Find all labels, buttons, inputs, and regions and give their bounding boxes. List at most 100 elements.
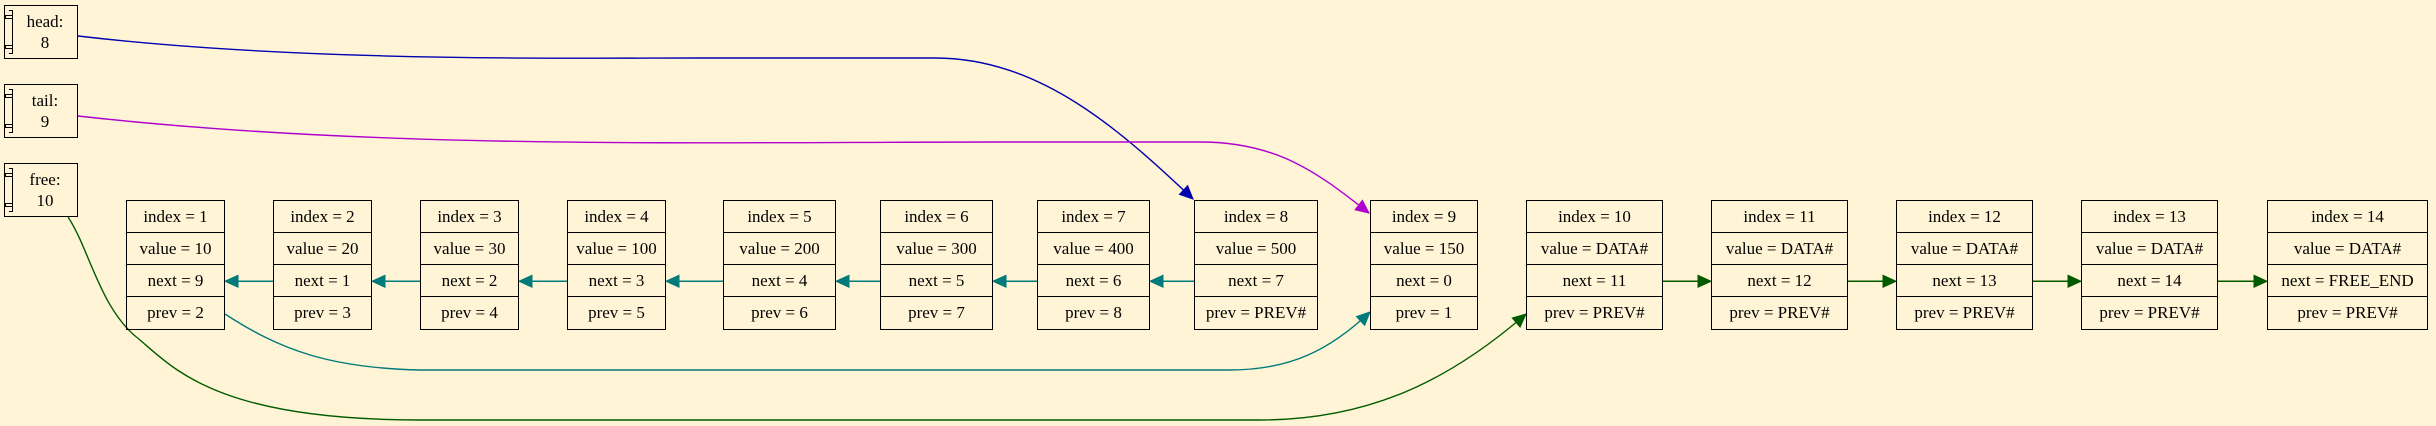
record-port-icon xyxy=(5,168,13,212)
record-port-icon xyxy=(5,10,13,54)
node-prev-field: prev = PREV# xyxy=(2099,303,2200,322)
free-pointer-edge-arrowhead xyxy=(1511,313,1527,328)
head-pointer-box: head: 8 xyxy=(4,5,78,59)
head-pointer-value: 8 xyxy=(40,33,50,52)
next-link-edge-arrowhead xyxy=(991,274,1007,289)
node-prev-field: prev = PREV# xyxy=(1914,303,2015,322)
head-pointer-label: head: xyxy=(26,12,64,31)
node-next-field: next = 3 xyxy=(568,265,665,297)
next-link-edge-arrowhead xyxy=(834,274,850,289)
node-index-field: index = 12 xyxy=(1897,201,2032,233)
node-index-field: index = 2 xyxy=(274,201,371,233)
node-index-field: index = 4 xyxy=(568,201,665,233)
node-value-field: value = 400 xyxy=(1038,233,1149,265)
tail-pointer-value: 9 xyxy=(40,112,50,131)
free-chain-edge-arrowhead xyxy=(2067,274,2083,289)
node-prev-field: prev = 7 xyxy=(908,303,965,322)
node-next-field: next = 14 xyxy=(2082,265,2217,297)
free-pointer-value: 10 xyxy=(36,191,54,210)
node-value-field: value = 200 xyxy=(724,233,835,265)
free-pointer-box: free: 10 xyxy=(4,163,78,217)
node-prev-field: prev = 1 xyxy=(1395,303,1453,322)
free-pointer-edge xyxy=(67,216,1527,421)
node-index-field: index = 6 xyxy=(881,201,992,233)
head-pointer-edge-arrowhead xyxy=(1178,184,1194,200)
node-index-field: index = 13 xyxy=(2082,201,2217,233)
node-value-field: value = 300 xyxy=(881,233,992,265)
prev-link-edge xyxy=(224,311,1371,371)
tail-pointer-label: tail: xyxy=(31,91,59,110)
node-next-field: next = 1 xyxy=(274,265,371,297)
node-index-field: index = 3 xyxy=(421,201,518,233)
node-index-field: index = 7 xyxy=(1038,201,1149,233)
node-prev-field: prev = PREV# xyxy=(1205,303,1307,322)
node-prev-field: prev = 4 xyxy=(441,303,498,322)
node-prev-field: prev = PREV# xyxy=(1544,303,1645,322)
node-next-field: next = 0 xyxy=(1371,265,1477,297)
node-next-field: next = 9 xyxy=(127,265,224,297)
node-index-field: index = 8 xyxy=(1195,201,1317,233)
node-index-field: index = 11 xyxy=(1712,201,1847,233)
node-next-field: next = 4 xyxy=(724,265,835,297)
tail-pointer-edge xyxy=(77,115,1370,214)
next-link-edge-arrowhead xyxy=(370,274,386,289)
free-chain-edge-arrowhead xyxy=(1882,274,1898,289)
next-link-edge-arrowhead xyxy=(1148,274,1164,289)
node-next-field: next = 6 xyxy=(1038,265,1149,297)
next-link-edge-arrowhead xyxy=(223,274,239,289)
free-pointer-label: free: xyxy=(29,170,61,189)
node-index-field: index = 5 xyxy=(724,201,835,233)
node-value-field: value = 100 xyxy=(568,233,665,265)
free-chain-edge-arrowhead xyxy=(2253,274,2269,289)
node-next-field: next = 11 xyxy=(1527,265,1662,297)
node-value-field: value = 150 xyxy=(1371,233,1477,265)
tail-pointer-edge-arrowhead xyxy=(1354,199,1370,214)
next-link-edge-arrowhead xyxy=(517,274,533,289)
node-prev-field: prev = 8 xyxy=(1065,303,1122,322)
node-value-field: value = 500 xyxy=(1195,233,1317,265)
node-index-field: index = 1 xyxy=(127,201,224,233)
node-value-field: value = DATA# xyxy=(1527,233,1662,265)
prev-link-edge-arrowhead xyxy=(1355,311,1371,327)
node-next-field: next = 5 xyxy=(881,265,992,297)
node-next-field: next = 12 xyxy=(1712,265,1847,297)
node-value-field: value = 10 xyxy=(127,233,224,265)
node-next-field: next = 13 xyxy=(1897,265,2032,297)
node-next-field: next = FREE_END xyxy=(2268,265,2427,297)
node-next-field: next = 2 xyxy=(421,265,518,297)
node-value-field: value = DATA# xyxy=(1712,233,1847,265)
node-value-field: value = DATA# xyxy=(2082,233,2217,265)
free-chain-edge-arrowhead xyxy=(1697,274,1713,289)
tail-pointer-box: tail: 9 xyxy=(4,84,78,138)
node-prev-field: prev = 3 xyxy=(294,303,351,322)
node-prev-field: prev = PREV# xyxy=(2297,303,2398,322)
head-pointer-edge xyxy=(77,35,1194,200)
node-prev-field: prev = PREV# xyxy=(1729,303,1830,322)
node-value-field: value = 20 xyxy=(274,233,371,265)
node-next-field: next = 7 xyxy=(1195,265,1317,297)
next-link-edge-arrowhead xyxy=(664,274,680,289)
node-value-field: value = DATA# xyxy=(1897,233,2032,265)
node-index-field: index = 14 xyxy=(2268,201,2427,233)
node-value-field: value = 30 xyxy=(421,233,518,265)
node-prev-field: prev = 6 xyxy=(751,303,808,322)
node-prev-field: prev = 5 xyxy=(588,303,645,322)
node-index-field: index = 9 xyxy=(1371,201,1477,233)
record-port-icon xyxy=(5,89,13,133)
